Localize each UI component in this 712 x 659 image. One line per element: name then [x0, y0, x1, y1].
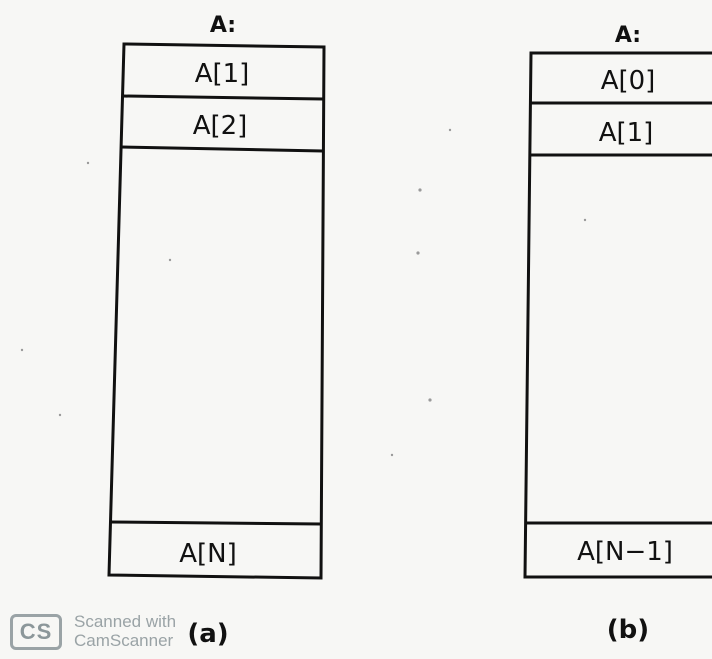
array-diagram-b: A: A[0] A[1] A[N−1] (b) — [523, 23, 712, 645]
array-cell-a-last: A[N] — [179, 539, 237, 569]
camscanner-watermark: CS Scanned with CamScanner — [10, 612, 230, 652]
array-outline-b — [523, 51, 712, 579]
cell-divider — [120, 145, 324, 153]
array-diagram-a: A: A[1] A[2] A[N] (a) — [107, 13, 326, 649]
camscanner-logo-icon: CS — [10, 614, 62, 650]
array-outline-a — [107, 42, 326, 580]
array-cell-b-0: A[0] — [601, 66, 656, 96]
scan-noise — [20, 128, 587, 457]
cell-divider — [122, 94, 324, 101]
cell-divider — [109, 520, 322, 526]
array-name-label-b: A: — [615, 23, 641, 48]
diagram-caption-a: (a) — [187, 619, 228, 649]
watermark-line-1: Scanned with — [74, 612, 177, 631]
array-cell-a-2: A[2] — [193, 111, 248, 141]
array-cell-b-1: A[1] — [599, 118, 654, 148]
diagram-caption-b: (b) — [607, 615, 649, 645]
array-name-label-a: A: — [210, 13, 236, 38]
watermark-line-2: CamScanner — [74, 631, 174, 650]
array-cell-a-1: A[1] — [195, 59, 250, 89]
watermark-text: Scanned with CamScanner — [74, 612, 176, 650]
array-cell-b-last: A[N−1] — [577, 537, 673, 567]
